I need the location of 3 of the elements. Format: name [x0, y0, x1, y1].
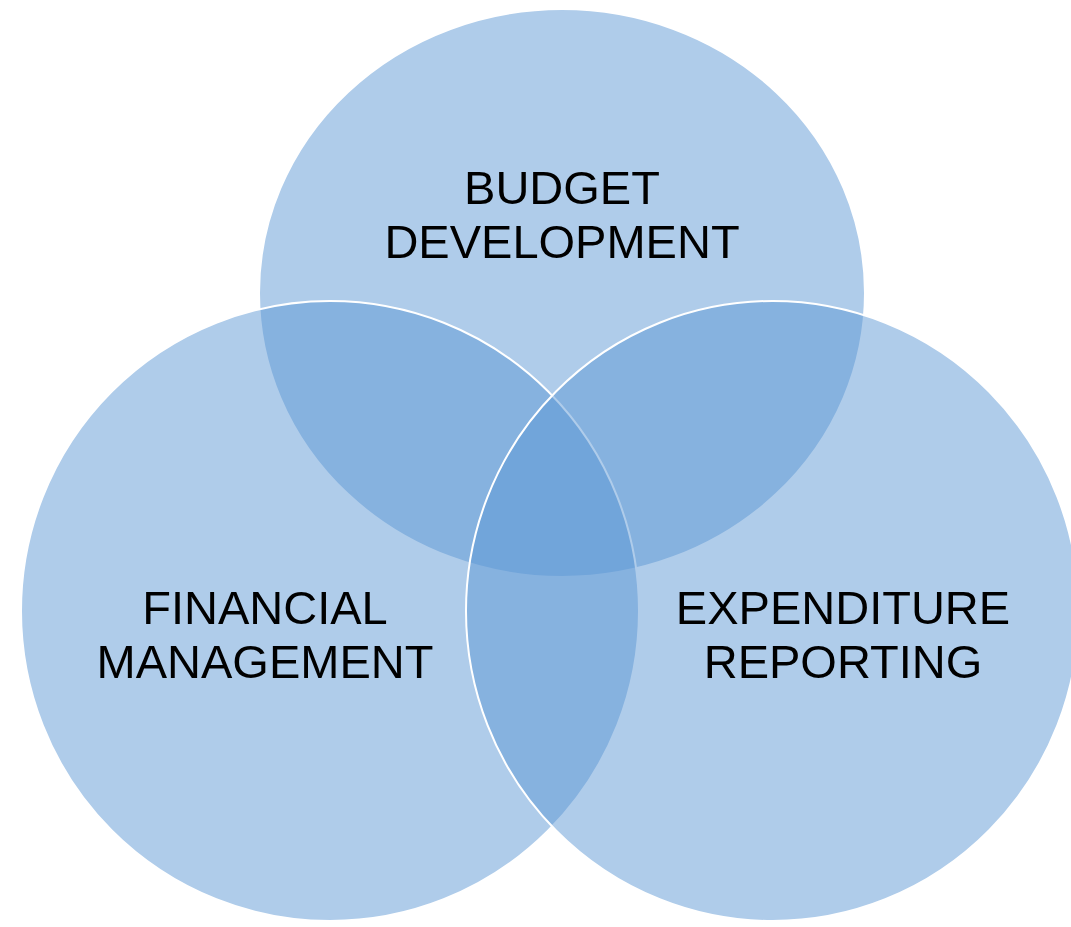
- circle-label: BUDGET DEVELOPMENT: [383, 161, 741, 269]
- circle-label: FINANCIAL MANAGEMENT: [95, 581, 435, 689]
- circle-label: EXPENDITURE REPORTING: [674, 581, 1012, 689]
